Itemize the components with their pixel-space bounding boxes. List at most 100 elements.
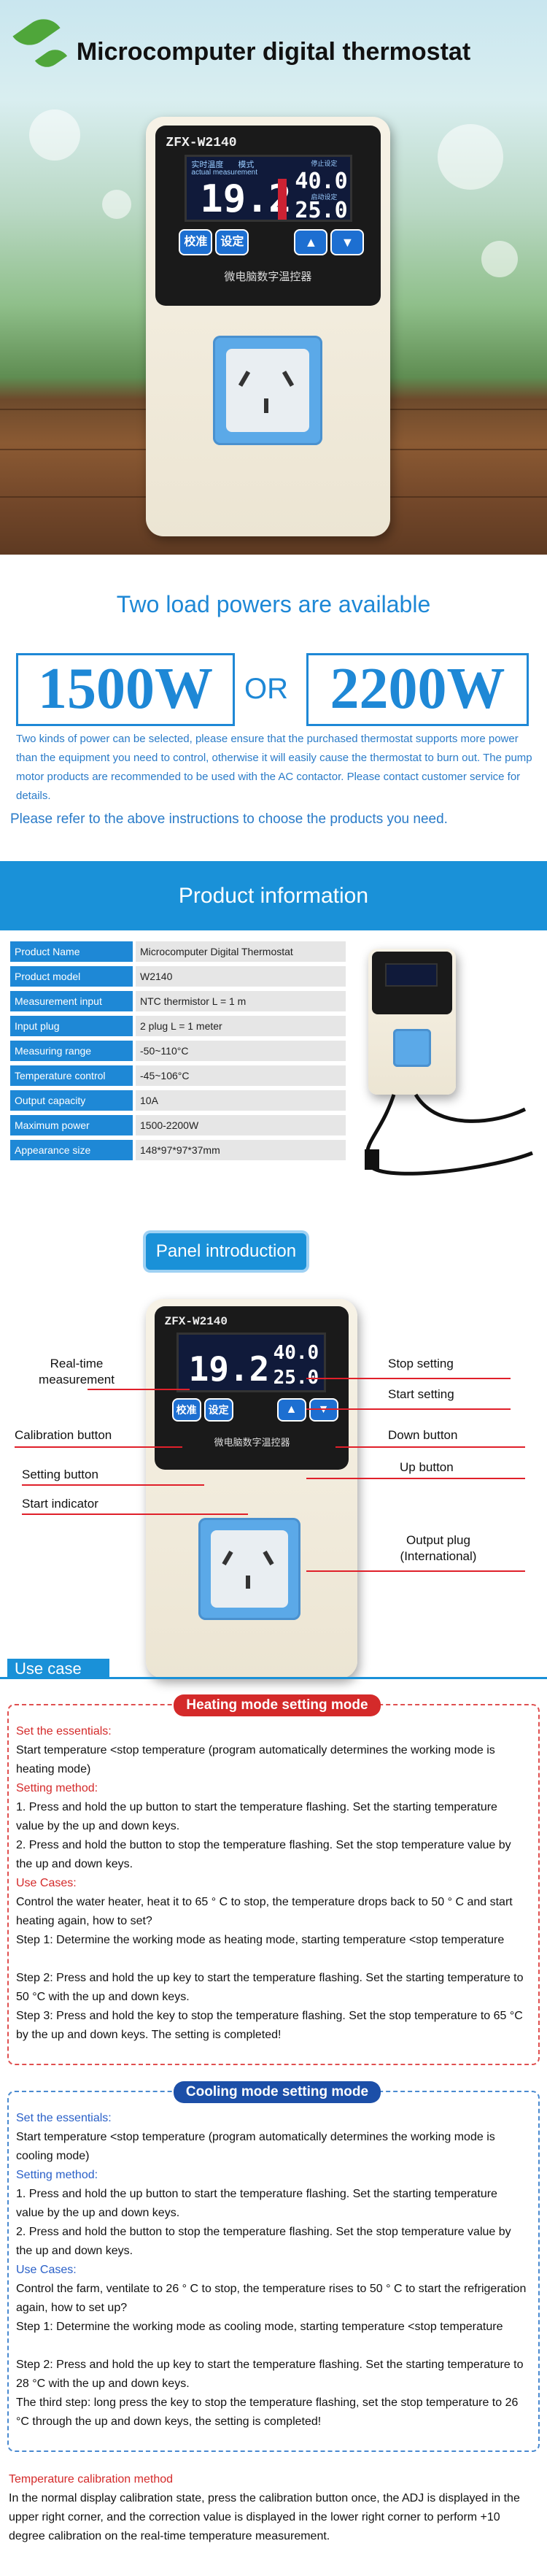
spec-value: -50~110°C — [136, 1041, 346, 1061]
lcd-start-value: 25.0 — [295, 197, 348, 223]
socket-slot — [238, 370, 251, 387]
lcd-tag-start: 启动设定 — [311, 193, 338, 201]
pointer-line — [335, 1446, 525, 1448]
heating-method-2: 2. Press and hold the button to stop the… — [16, 1839, 511, 1870]
spec-value: 1500-2200W — [136, 1115, 346, 1135]
spec-value: 148*97*97*37mm — [136, 1140, 346, 1160]
calibrate-button[interactable]: 校准 — [171, 1398, 201, 1422]
cooling-method-2: 2. Press and hold the button to stop the… — [16, 2226, 511, 2257]
heating-step-3: Step 3: Press and hold the key to stop t… — [16, 2010, 523, 2041]
socket-slot — [282, 370, 295, 387]
bokeh-light — [481, 241, 518, 277]
spec-key: Maximum power — [10, 1115, 133, 1135]
heating-method-heading: Setting method: — [16, 1782, 98, 1794]
device-control-panel — [371, 952, 453, 1014]
power-socket — [198, 1518, 300, 1620]
up-arrow-button[interactable]: ▲ — [276, 1398, 306, 1422]
cooling-step-3: The third step: long press the key to st… — [16, 2396, 519, 2428]
cooling-method-heading: Setting method: — [16, 2169, 98, 2181]
heating-cases-heading: Use Cases: — [16, 1877, 77, 1889]
label-real-time: Real-time measurement — [39, 1357, 115, 1387]
spec-key: Appearance size — [10, 1140, 133, 1160]
cooling-cases-heading: Use Cases: — [16, 2264, 77, 2276]
spec-value: 10A — [136, 1090, 346, 1111]
device-name-cn: 微电脑数字温控器 — [214, 1437, 290, 1449]
spec-row: Appearance size 148*97*97*37mm — [10, 1140, 346, 1162]
heating-cases: Control the water heater, heat it to 65 … — [16, 1896, 513, 1927]
spec-key: Measuring range — [10, 1041, 133, 1061]
pointer-line — [22, 1484, 204, 1486]
heating-step-2: Step 2: Press and hold the up key to sta… — [16, 1972, 524, 2003]
bokeh-light — [438, 124, 503, 190]
cooling-method-1: 1. Press and hold the up button to start… — [16, 2188, 497, 2219]
label-start-setting: Start setting — [388, 1387, 454, 1401]
lcd-display: 实时温度 模式 actual measurement 19.2 停止设定 40.… — [185, 154, 353, 223]
lcd-display — [384, 963, 438, 987]
spec-value: Microcomputer Digital Thermostat — [136, 941, 346, 962]
cooling-step-1: Step 1: Determine the working mode as co… — [16, 2321, 503, 2333]
label-stop-setting: Stop setting — [388, 1357, 454, 1370]
socket-face — [210, 1530, 289, 1608]
set-button[interactable]: 设定 — [203, 1398, 233, 1422]
lcd-main-value: 19.2 — [188, 1349, 270, 1389]
loads-title: Two load powers are available — [116, 591, 431, 617]
heating-essentials: Start temperature <stop temperature (pro… — [16, 1744, 495, 1775]
hero-title: Microcomputer digital thermostat — [76, 38, 471, 66]
power-2200w: 2200W — [306, 653, 529, 726]
device-name-cn: 微电脑数字温控器 — [224, 270, 312, 283]
spec-row: Product model W2140 — [10, 966, 346, 988]
device-model: ZFX-W2140 — [166, 135, 237, 150]
bokeh-light — [102, 190, 131, 219]
power-socket — [213, 336, 322, 445]
spec-value: -45~106°C — [136, 1065, 346, 1086]
down-arrow-button[interactable]: ▼ — [309, 1398, 338, 1422]
power-cable — [365, 1093, 533, 1176]
calibration-title: Temperature calibration method — [9, 2473, 174, 2486]
hero-banner: Microcomputer digital thermostat ZFX-W21… — [0, 0, 547, 555]
heating-mode-pill: Heating mode setting mode — [174, 1694, 381, 1716]
lcd-tag-mode: 模式 — [238, 160, 255, 169]
down-arrow-button[interactable]: ▼ — [330, 228, 365, 255]
power-1500w: 1500W — [16, 653, 235, 726]
spec-key: Measurement input — [10, 991, 133, 1011]
set-button[interactable]: 设定 — [215, 228, 249, 255]
device-model: ZFX-W2140 — [164, 1315, 228, 1329]
spec-key: Input plug — [10, 1016, 133, 1036]
label-up-button: Up button — [400, 1460, 454, 1474]
lcd-stop-value: 40.0 — [295, 168, 348, 194]
pointer-line — [306, 1478, 525, 1479]
product-photo-device — [368, 949, 456, 1095]
cooling-essentials-heading: Set the essentials: — [16, 2112, 112, 2124]
spec-key: Temperature control range — [10, 1065, 133, 1102]
use-case-title: Use case — [7, 1659, 109, 1679]
pointer-line — [306, 1408, 511, 1410]
spec-value: NTC thermistor L = 1 m — [136, 991, 346, 1011]
product-info-title: Product information — [0, 861, 547, 930]
spec-key: Output capacity — [10, 1090, 133, 1111]
power-socket — [393, 1029, 431, 1067]
up-arrow-button[interactable]: ▲ — [294, 228, 328, 255]
panel-diagram-device: ZFX-W2140 19.2 40.0 25.0 校准 设定 ▲ ▼ 微电脑数字… — [146, 1299, 357, 1678]
use-case-header: Use case — [0, 1659, 547, 1679]
loads-refer: Please refer to the above instructions t… — [10, 811, 448, 827]
label-start-indicator: Start indicator — [22, 1497, 98, 1511]
pointer-line — [22, 1513, 248, 1515]
label-output-plug: Output plug (International) — [400, 1533, 477, 1563]
spec-key: Product model — [10, 966, 133, 987]
calibration-text: In the normal display calibration state,… — [9, 2492, 520, 2542]
thermostat-device: ZFX-W2140 实时温度 模式 actual measurement 19.… — [146, 117, 390, 536]
spec-row: Product Name Microcomputer Digital Therm… — [10, 941, 346, 963]
label-calibration: Calibration button — [15, 1428, 112, 1442]
socket-slot — [222, 1550, 233, 1565]
label-down-button: Down button — [388, 1428, 458, 1442]
socket-slot — [263, 1550, 274, 1565]
cooling-step-2: Step 2: Press and hold the up key to sta… — [16, 2359, 524, 2390]
lcd-tag-stop: 停止设定 — [311, 159, 338, 167]
socket-slot — [264, 398, 268, 413]
heating-step-1: Step 1: Determine the working mode as he… — [16, 1934, 505, 1946]
calibrate-button[interactable]: 校准 — [179, 228, 213, 255]
cooling-essentials: Start temperature <stop temperature (pro… — [16, 2131, 495, 2162]
lcd-stop-value: 40.0 — [273, 1342, 319, 1365]
spec-row: Measuring range -50~110°C — [10, 1041, 346, 1063]
